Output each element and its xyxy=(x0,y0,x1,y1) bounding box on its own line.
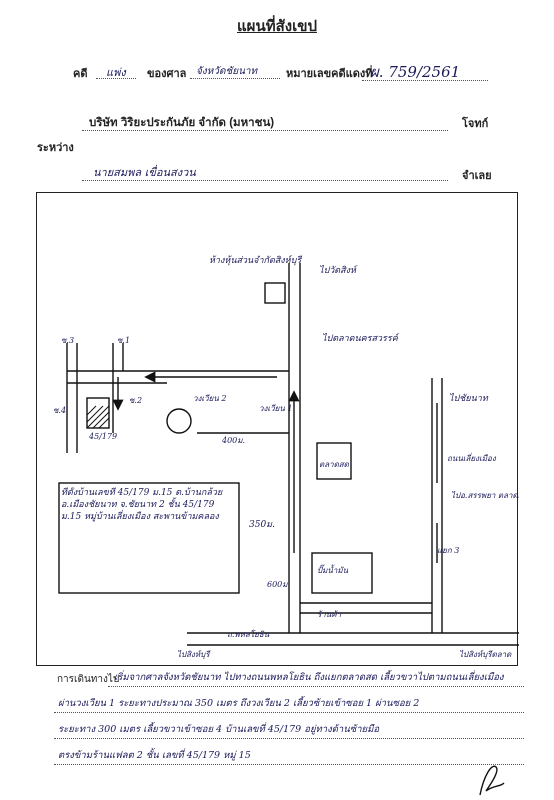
label-gas-station: ปั๊มน้ำมัน xyxy=(317,564,349,575)
sketch-map-drawing: ห้างหุ้นส่วนจำกัดสิงห์บุรี ไปวัดสิงห์ ไป… xyxy=(53,255,519,660)
page-title: แผนที่สังเขป xyxy=(237,18,317,35)
sketch-map: ห้างหุ้นส่วนจำกัดสิงห์บุรี ไปวัดสิงห์ ไป… xyxy=(36,192,519,666)
case-type: แพ่ง xyxy=(106,66,126,79)
label-junction: แยก 3 xyxy=(437,546,459,555)
label-note: ที่ตั้งบ้านเลขที่ 45/179 ม.15 ต.บ้านกล้ว… xyxy=(61,488,223,522)
directions-line-4: ตรงข้ามร้านแฟลต 2 ชั้น เลขที่ 45/179 หมู… xyxy=(58,750,251,761)
case-type-underline xyxy=(96,78,136,79)
label-bottom-road: ถ.พหลโยธิน xyxy=(227,629,270,639)
label-dist-350: 350ม. xyxy=(249,520,275,530)
signature-mark xyxy=(479,765,505,796)
label-top-building: ห้างหุ้นส่วนจำกัดสิงห์บุรี xyxy=(209,255,303,266)
label-house-no: 45/179 xyxy=(88,432,117,441)
label-market: ตลาดสด xyxy=(319,460,350,469)
label-right-mid: ถนนเลี่ยงเมือง xyxy=(447,452,497,463)
label-roundabout: วงเวียน 2 xyxy=(193,394,226,403)
plaintiff-name: บริษัท วิริยะประกันภัย จำกัด (มหาชน) xyxy=(89,117,275,129)
gas-station-building xyxy=(311,552,373,594)
directions-underline-1 xyxy=(108,686,524,687)
top-building xyxy=(264,282,286,304)
label-bottom-right: ไปสิงห์บุรีตลาด xyxy=(459,649,512,660)
label-bottom-left: ไปสิงห์บุรี xyxy=(177,649,211,660)
defendant-name: นายสมพล เขื่อนสงวน xyxy=(93,166,196,179)
directions-underline-4 xyxy=(54,764,524,765)
label-to-north: ไปวัดสิงห์ xyxy=(319,264,358,276)
note-box xyxy=(58,482,240,594)
label-roundabout-1: วงเวียน 1 xyxy=(259,404,292,413)
black-no-label: หมายเลขคดีแดงที่ xyxy=(286,68,373,80)
black-no-underline xyxy=(362,80,488,81)
label-to-school: ไปตลาดนครสวรรค์ xyxy=(322,332,400,344)
defendant-role: จำเลย xyxy=(462,170,492,182)
plaintiff-underline xyxy=(82,130,448,131)
court-word: ของศาล xyxy=(147,68,187,80)
label-shop: ร้านค้า xyxy=(317,610,342,619)
directions-line-3: ระยะทาง 300 เมตร เลี้ยวขวาเข้าซอย 4 บ้าน… xyxy=(58,724,380,735)
label-dist-600: 600ม. xyxy=(267,580,290,589)
label-soi-4: ซ.4 xyxy=(53,406,66,415)
directions-line-1: เริ่มจากศาลจังหวัดชัยนาท ไปทางถนนพหลโยธิ… xyxy=(114,672,504,683)
directions-label: การเดินทางไป xyxy=(57,674,120,685)
case-word: คดี xyxy=(73,68,88,80)
roundabout-circle xyxy=(166,408,192,434)
label-soi-1: ซ.1 xyxy=(117,336,130,345)
target-house xyxy=(86,397,110,429)
directions-line-2: ผ่านวงเวียน 1 ระยะทางประมาณ 350 เมตร ถึง… xyxy=(58,698,420,709)
plaintiff-role: โจทก์ xyxy=(462,118,489,130)
label-soi-2: ซ.2 xyxy=(129,396,142,405)
between-word: ระหว่าง xyxy=(37,142,74,154)
label-soi-3: ซ.3 xyxy=(61,336,74,345)
defendant-underline xyxy=(82,180,448,181)
label-right-top: ไปชัยนาท xyxy=(449,392,489,404)
court-underline xyxy=(190,78,280,79)
directions-underline-2 xyxy=(54,712,524,713)
directions-underline-3 xyxy=(54,738,524,739)
court-name: จังหวัดชัยนาท xyxy=(196,66,258,77)
label-right-lower: ไปอ.สรรพยา ตลาดเก่า xyxy=(451,490,519,500)
label-dist-400: 400ม. xyxy=(221,436,245,445)
market-building xyxy=(316,442,352,480)
black-no-value: ผ. 759/2561 xyxy=(370,63,461,81)
